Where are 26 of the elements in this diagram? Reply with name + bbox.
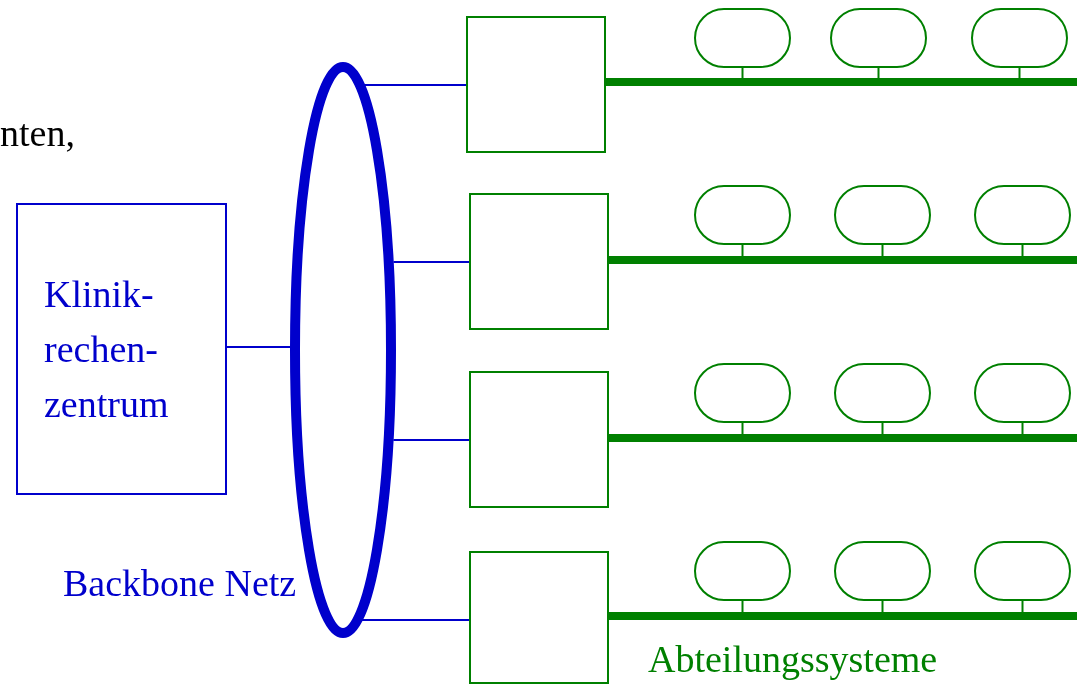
subsystem-box	[466, 16, 606, 153]
node-text: Klinik- rechen- zentrum	[44, 271, 170, 427]
connector-line	[392, 261, 470, 263]
connector-line	[877, 67, 880, 79]
connector-line	[741, 244, 744, 257]
subsystem-box	[469, 371, 609, 508]
connector-line	[881, 600, 884, 613]
connector-line	[226, 346, 291, 348]
connector-line	[1021, 422, 1024, 435]
connector-line	[881, 422, 884, 435]
connector-line	[1018, 67, 1021, 79]
group-label: Abteilungssysteme	[648, 640, 938, 678]
connector-line	[1021, 600, 1024, 613]
connector-line	[362, 84, 467, 86]
cut-off-text: nten,	[0, 114, 75, 152]
subsystem-box	[469, 551, 609, 684]
subsystem-box	[469, 193, 609, 330]
connector-line	[1021, 244, 1024, 257]
connector-line	[741, 600, 744, 613]
connector-line	[881, 244, 884, 257]
ring-caption: Backbone Netz	[63, 564, 297, 602]
datacenter-box	[16, 203, 227, 495]
connector-line	[360, 619, 470, 621]
connector-line	[392, 439, 470, 441]
connector-line	[741, 67, 744, 79]
connector-line	[741, 422, 744, 435]
